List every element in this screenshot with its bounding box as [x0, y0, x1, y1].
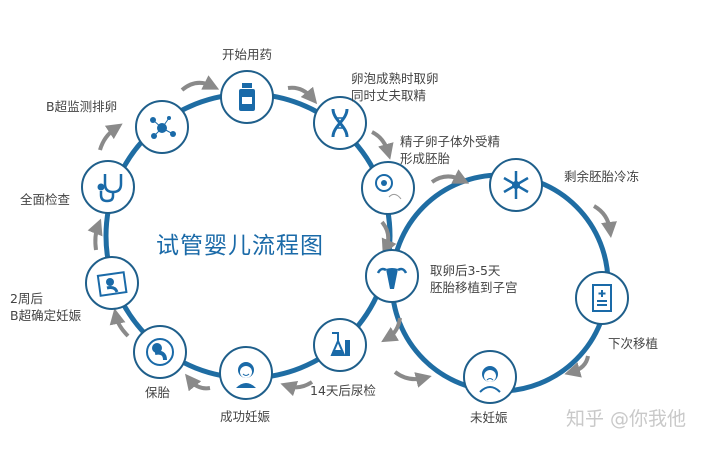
step-pregnancy-care — [133, 325, 187, 379]
step-label: 全面检查 — [20, 192, 71, 207]
document-icon — [592, 284, 612, 312]
step-label: 剩余胚胎冷冻 — [564, 169, 640, 184]
step-embryo-transfer — [365, 249, 419, 303]
flask-icon — [330, 332, 350, 356]
step-egg-retrieval — [313, 96, 367, 150]
step-not-pregnant — [463, 350, 517, 404]
ultrasound-icon — [96, 271, 128, 297]
step-start-medication — [220, 70, 274, 124]
step-label: 成功妊娠 — [220, 409, 271, 424]
arrow-icon — [564, 355, 590, 378]
medicine-bottle-icon — [239, 83, 255, 111]
arrow-icon — [98, 123, 123, 151]
arrow-icon — [280, 380, 314, 397]
label-line: 2周后 — [10, 291, 43, 306]
step-ultrasound-confirm — [85, 256, 139, 310]
label-line: 卵泡成熟时取卵 — [351, 71, 439, 86]
step-label: 14天后尿检 — [310, 383, 376, 398]
step-label: 未妊娠 — [470, 410, 508, 425]
step-full-checkup — [81, 160, 135, 214]
uterus-icon — [376, 267, 408, 289]
step-label: 开始用药 — [222, 47, 273, 62]
step-label: 2周后 B超确定妊娠 — [10, 290, 81, 324]
dna-icon — [331, 108, 349, 138]
egg-cell-icon — [375, 174, 402, 200]
stethoscope-icon — [97, 174, 123, 203]
step-next-transfer — [575, 271, 629, 325]
arrow-icon — [393, 370, 432, 388]
label-line: 精子卵子体外受精 — [400, 134, 501, 149]
step-freeze-embryos — [489, 158, 543, 212]
molecule-icon — [150, 116, 176, 139]
step-ovulation-monitor — [135, 100, 189, 154]
step-label: 保胎 — [145, 385, 171, 400]
arrow-icon — [430, 169, 470, 184]
arrow-icon — [287, 85, 318, 105]
sad-woman-icon — [479, 366, 501, 393]
arrow-icon — [109, 308, 130, 338]
arrow-icon — [380, 220, 397, 256]
label-line: 同时丈夫取精 — [351, 88, 427, 103]
step-label: 取卵后3-5天胚胎移植到子宫 — [430, 262, 518, 296]
arrow-icon — [371, 130, 394, 160]
step-label: 卵泡成熟时取卵同时丈夫取精 — [351, 70, 439, 104]
arrow-icon — [184, 373, 211, 392]
arrow-icon — [381, 317, 402, 343]
arrow-icon — [180, 75, 220, 92]
step-fertilization — [361, 161, 415, 215]
arrow-icon — [592, 204, 617, 238]
label-line: B超确定妊娠 — [10, 308, 82, 323]
step-label: B超监测排卵 — [46, 99, 118, 114]
snowflake-icon — [503, 171, 529, 199]
label-line: 形成胚胎 — [400, 151, 451, 166]
step-pregnancy-success — [219, 346, 273, 400]
fetus-icon — [146, 338, 174, 366]
step-label: 精子卵子体外受精形成胚胎 — [400, 133, 500, 167]
diagram-title: 试管婴儿流程图 — [156, 233, 324, 259]
label-line: 胚胎移植到子宫 — [430, 280, 518, 295]
watermark: 知乎 @你我他 — [566, 408, 687, 430]
arrow-icon — [87, 218, 103, 251]
step-urine-test — [313, 318, 367, 372]
step-label: 下次移植 — [608, 336, 659, 351]
happy-woman-icon — [236, 362, 256, 388]
label-line: 取卵后3-5天 — [430, 263, 501, 278]
